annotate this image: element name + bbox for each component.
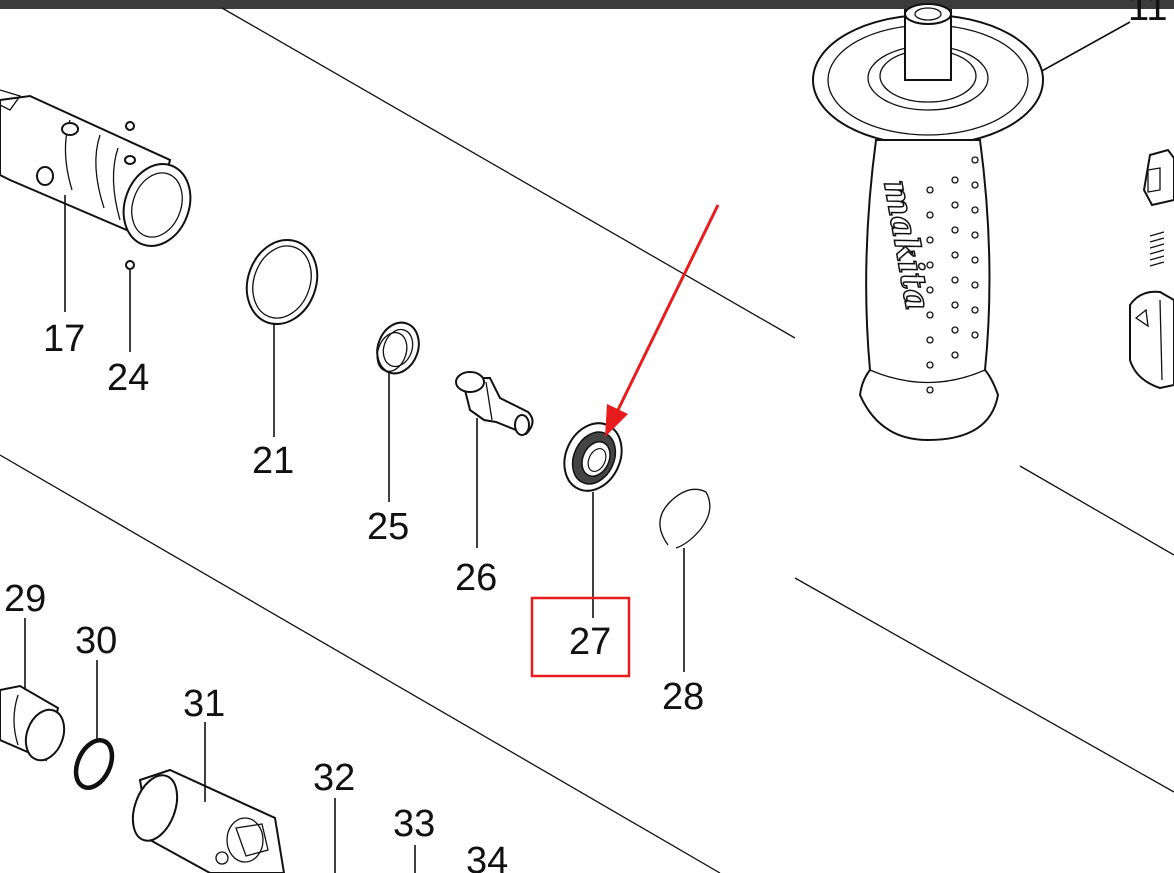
part-26-pin[interactable]: [455, 371, 534, 436]
part-28-circlip[interactable]: [659, 488, 711, 549]
label-11: 11: [1128, 0, 1167, 29]
label-17: 17: [43, 318, 85, 360]
handle-grip-dots: [926, 156, 979, 394]
right-edge-spring: [1149, 231, 1165, 267]
label-26: 26: [455, 557, 497, 599]
label-24: 24: [107, 357, 149, 399]
assembly-axis-lines: [0, 7, 1174, 873]
label-21: 21: [252, 440, 294, 482]
label-27: 27: [569, 621, 611, 663]
window-top-bar: [0, 0, 1174, 9]
part-21-ring[interactable]: [235, 230, 328, 334]
label-28: 28: [662, 676, 704, 718]
label-32: 32: [313, 757, 355, 799]
label-29: 29: [4, 578, 46, 620]
label-31: 31: [183, 683, 225, 725]
part-11-side-handle[interactable]: makita: [812, 3, 1131, 442]
part-25-bushing[interactable]: [370, 317, 425, 380]
part-29-plug[interactable]: [0, 684, 71, 766]
right-edge-clip-part: [1142, 148, 1174, 207]
highlight-box: [530, 596, 631, 678]
label-30: 30: [75, 620, 117, 662]
part-24-ball-icon[interactable]: [125, 260, 135, 270]
part-31-slotted-sleeve[interactable]: [125, 768, 286, 873]
highlight-arrow-icon: [605, 204, 720, 437]
part-17-sleeve[interactable]: [0, 89, 201, 255]
label-25: 25: [367, 506, 409, 548]
part-24-top-ball-icon: [125, 121, 135, 131]
part-number-labels: 11 17 24 21 25 26 27 28 29 30 31 32 33 3…: [4, 0, 1167, 873]
part-30-o-ring[interactable]: [69, 735, 119, 794]
label-33: 33: [393, 803, 435, 845]
right-edge-lock-button: [1129, 290, 1174, 390]
label-34: 34: [466, 840, 508, 873]
part-27-bearing[interactable]: [554, 414, 633, 500]
